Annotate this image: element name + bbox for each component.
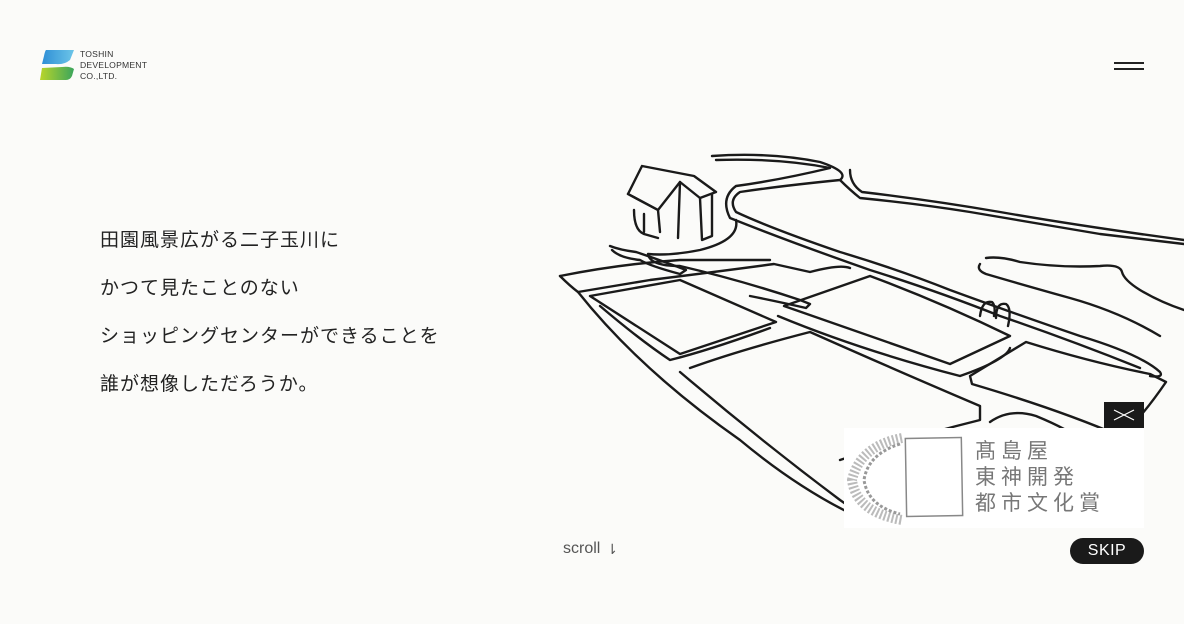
hamburger-menu-button[interactable] xyxy=(1110,54,1148,78)
logo-mark-icon xyxy=(40,50,74,80)
award-close-button[interactable] xyxy=(1104,402,1144,428)
logo-line-2: DEVELOPMENT xyxy=(80,59,148,70)
award-line-3: 都市文化賞 xyxy=(975,491,1105,515)
arrow-down-icon: ⇂ xyxy=(606,540,619,557)
scroll-label: scroll xyxy=(563,540,601,557)
logo-line-3: CO.,LTD. xyxy=(80,70,118,81)
award-emblem-icon xyxy=(846,433,964,525)
landscape-line-illustration xyxy=(558,153,1184,520)
hero-line-2: かつて見たことのない xyxy=(100,277,300,299)
hero-copy: 田園風景広がる二子玉川に かつて見たことのない ショッピングセンターができること… xyxy=(100,228,440,420)
award-line-2: 東神開発 xyxy=(975,465,1079,489)
logo-line-1: TOSHIN xyxy=(80,48,114,59)
skip-button[interactable]: SKIP xyxy=(1070,538,1144,564)
hamburger-line xyxy=(1114,62,1144,64)
award-line-1: 髙島屋 xyxy=(975,439,1053,463)
hero-line-4: 誰が想像しただろうか。 xyxy=(100,373,319,395)
company-logo[interactable]: TOSHIN DEVELOPMENT CO.,LTD. xyxy=(40,48,147,82)
award-title: 髙島屋 東神開発 都市文化賞 xyxy=(975,438,1105,516)
hero-line-3: ショッピングセンターができることを xyxy=(100,325,440,347)
logo-wordmark: TOSHIN DEVELOPMENT CO.,LTD. xyxy=(80,49,147,82)
award-banner[interactable]: 髙島屋 東神開発 都市文化賞 xyxy=(844,428,1144,528)
scroll-indicator[interactable]: scroll ⇂ xyxy=(563,540,618,558)
hamburger-line xyxy=(1114,68,1144,70)
hero-line-1: 田園風景広がる二子玉川に xyxy=(100,229,341,251)
close-icon xyxy=(1113,409,1135,421)
